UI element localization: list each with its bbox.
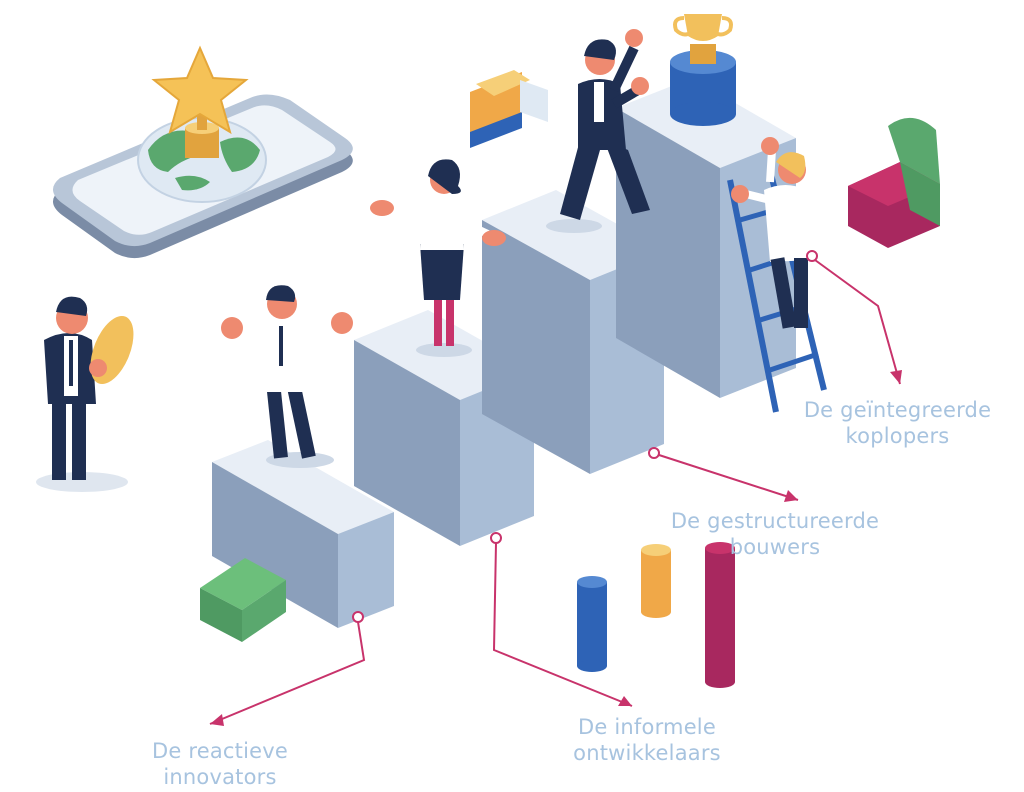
green-cube [200,558,286,642]
label-reactive-innovators: De reactieve innovators [105,738,335,790]
label-structured-line2: bouwers [729,535,821,559]
person-with-trophy [36,296,134,492]
star-trophy-icon [151,45,249,135]
pie-chart-icon [470,70,548,148]
ladder-person [727,137,827,413]
step-block-4 [616,78,796,398]
tablet-globe-trophy [52,45,353,259]
bar-chart-icon [577,542,735,688]
label-integrated-leaders: De geïntegreerde koplopers [775,397,1020,449]
person-step-1 [221,285,353,468]
pointer-lines [209,250,902,726]
label-leaders-line1: De geïntegreerde [803,398,992,422]
cup-trophy-icon [670,14,736,126]
label-informal-line2: ontwikkelaars [573,741,721,765]
person-step-3 [546,29,650,233]
person-step-2 [370,159,506,357]
step-block-1 [212,440,394,628]
label-reactive-line1: De reactieve [151,739,288,763]
pie-chart-icon-right [848,117,940,248]
label-structured-builders: De gestructureerde bouwers [650,508,900,560]
label-leaders-line2: koplopers [845,424,950,448]
label-structured-line1: De gestructureerde [670,509,880,533]
label-informal-line1: De informele [578,715,716,739]
label-informal-developers: De informele ontwikkelaars [532,714,762,766]
label-reactive-line2: innovators [163,765,277,789]
